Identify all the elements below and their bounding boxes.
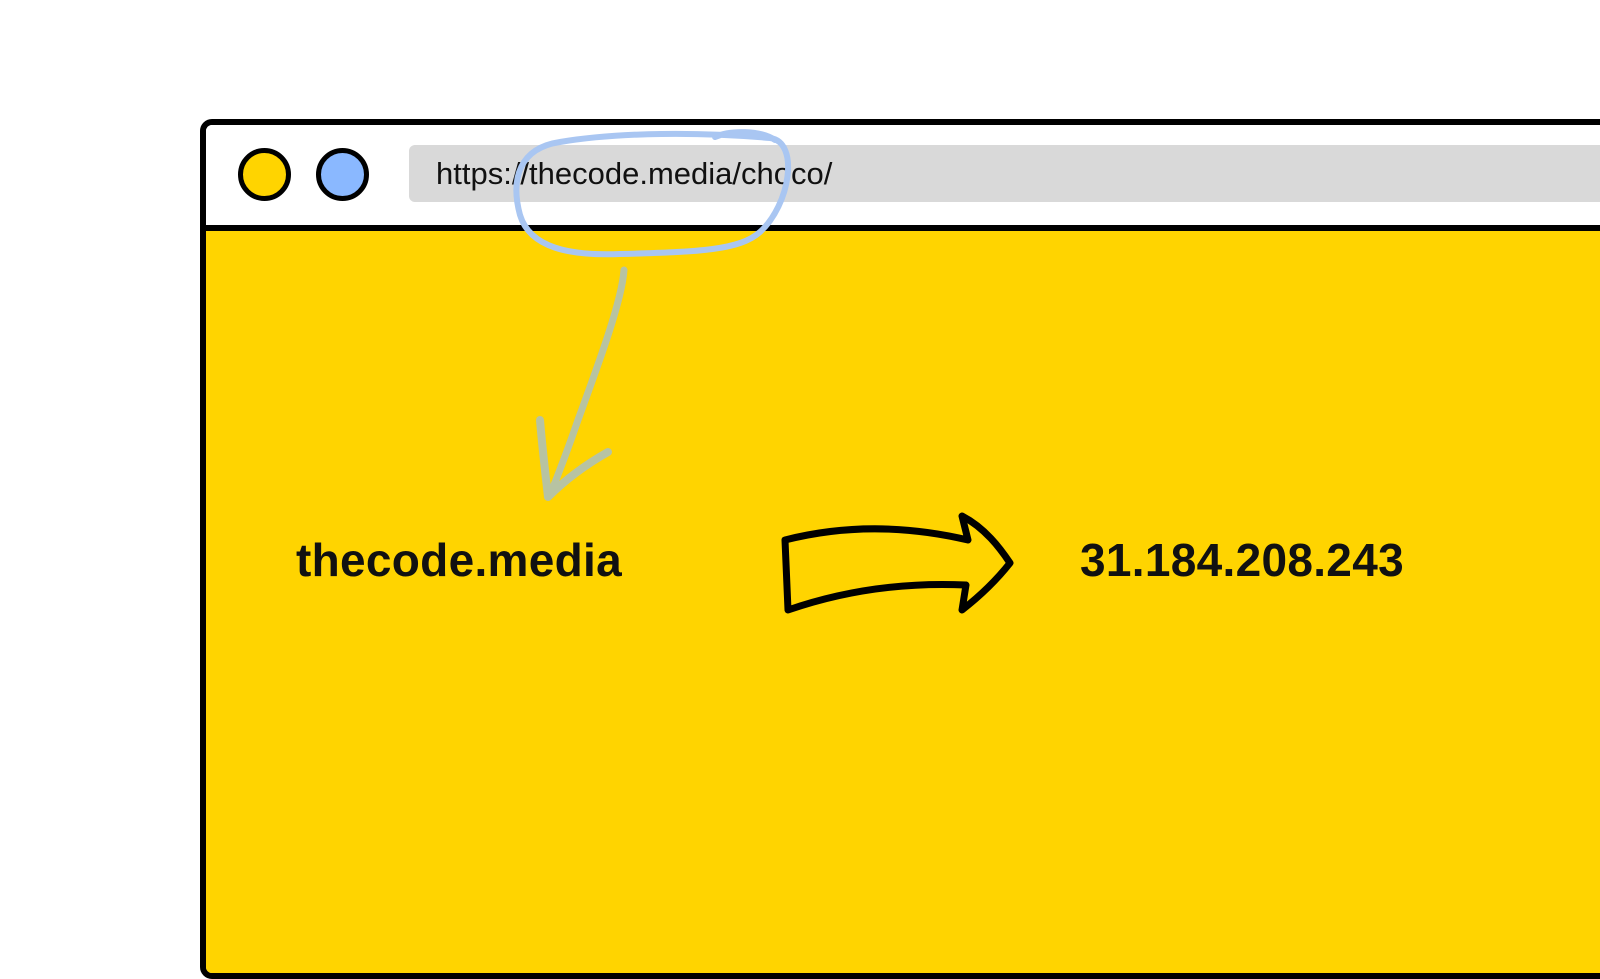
page-content: thecode.media 31.184.208.243	[206, 231, 1600, 973]
domain-label: thecode.media	[296, 534, 622, 586]
yellow-dot-icon[interactable]	[238, 148, 291, 201]
browser-titlebar: https://thecode.media/choco/	[206, 125, 1600, 231]
address-bar[interactable]: https://thecode.media/choco/	[409, 145, 1600, 202]
browser-window: https://thecode.media/choco/ thecode.med…	[200, 119, 1600, 979]
ip-address-label: 31.184.208.243	[1080, 534, 1404, 586]
blue-dot-icon[interactable]	[316, 148, 369, 201]
address-bar-url: https://thecode.media/choco/	[436, 155, 833, 191]
